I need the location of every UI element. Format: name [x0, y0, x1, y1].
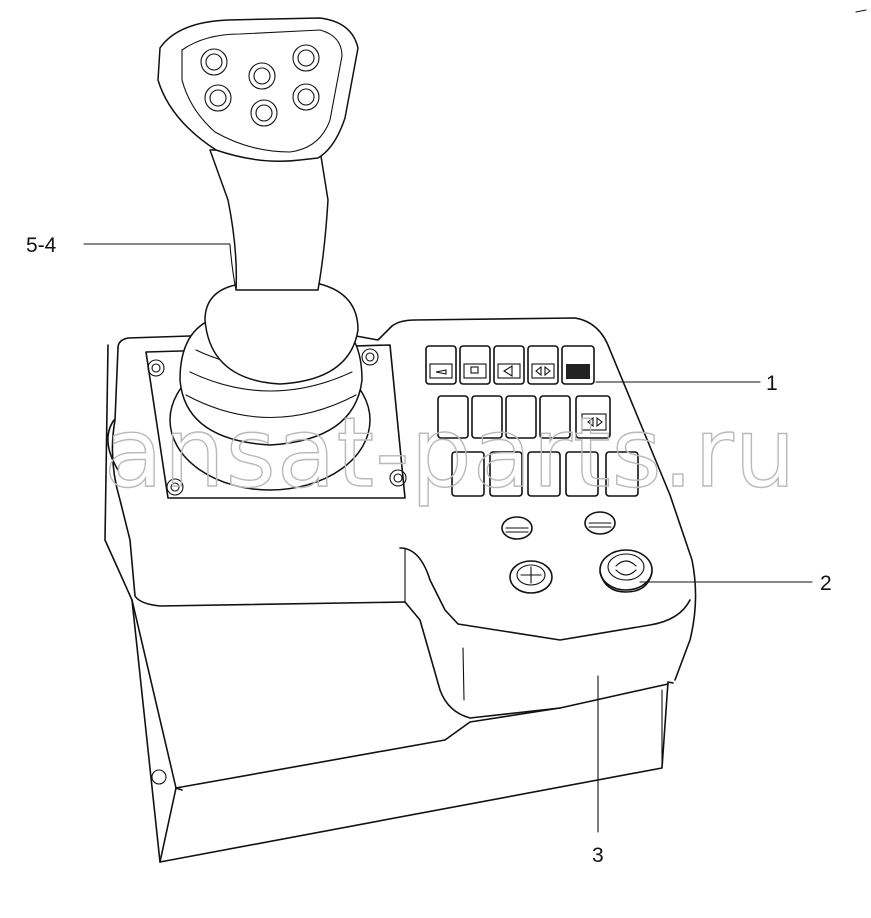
rocker-switch	[459, 345, 491, 385]
plate-screw	[389, 469, 407, 487]
rocker-switch	[575, 395, 611, 439]
callout-label-3: 3	[592, 844, 604, 867]
handle-button	[292, 44, 320, 72]
handle-button	[292, 83, 320, 111]
rocker-switch	[493, 345, 525, 385]
handle-button	[248, 62, 276, 90]
plate-screw	[147, 359, 165, 377]
rocker-switch	[539, 395, 571, 439]
rocker-switch	[605, 451, 639, 497]
rocker-switch	[527, 345, 559, 385]
callout-label-1: 1	[766, 372, 778, 395]
callout-label-5-4: 5-4	[26, 234, 57, 257]
rocker-switch	[471, 395, 503, 439]
rotary-switch-icon	[584, 511, 616, 535]
rocker-switch	[565, 451, 599, 497]
watermark-text: ansat-parts.ru	[104, 397, 797, 509]
rocker-switch	[437, 395, 469, 439]
rocker-switch	[505, 395, 537, 439]
key-switch	[509, 560, 553, 594]
rocker-switch	[489, 451, 523, 497]
rotary-switch-icon	[501, 516, 533, 540]
plate-screw	[166, 478, 184, 496]
leader-lines	[83, 243, 813, 833]
base-housing	[104, 344, 674, 863]
rocker-switch	[425, 345, 457, 385]
rocker-switch	[451, 451, 485, 497]
emergency-stop-icon	[599, 549, 653, 593]
upper-body	[107, 317, 697, 719]
corner-mark	[855, 9, 867, 13]
joystick-icon	[157, 17, 371, 491]
handle-button	[200, 48, 228, 76]
switch-panel-icon	[425, 345, 639, 497]
handle-button	[250, 99, 278, 127]
rocker-switch	[527, 451, 561, 497]
handle-button	[204, 84, 232, 112]
callout-label-2: 2	[820, 572, 832, 595]
rocker-switch	[561, 345, 595, 385]
plate-screw	[361, 348, 379, 366]
base-screw	[151, 769, 167, 785]
